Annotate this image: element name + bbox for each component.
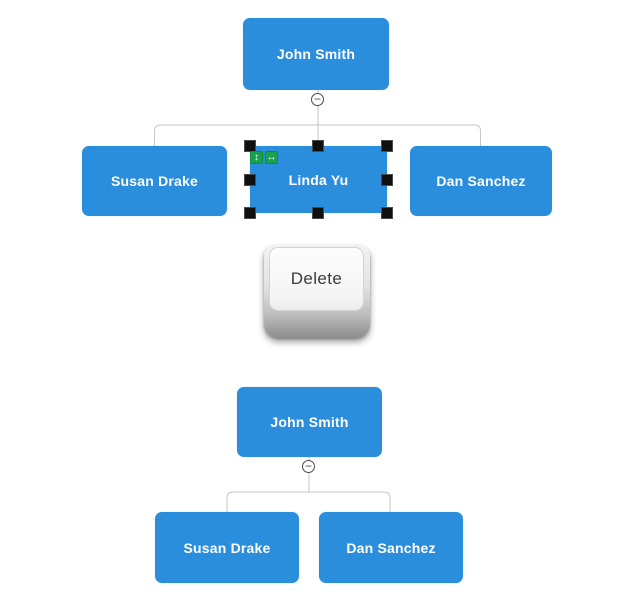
selection-handle-e[interactable]	[381, 174, 393, 186]
selection-handle-se[interactable]	[381, 207, 393, 219]
node-dan-sanchez-bottom[interactable]: Dan Sanchez	[319, 512, 463, 583]
node-label: Susan Drake	[110, 173, 199, 189]
collapse-button-top[interactable]: −	[311, 93, 324, 106]
selection-handle-ne[interactable]	[381, 140, 393, 152]
node-susan-drake-bottom[interactable]: Susan Drake	[155, 512, 299, 583]
grow-horizontal-button[interactable]: ↔	[265, 151, 278, 164]
node-label: Susan Drake	[183, 539, 271, 556]
node-label: Dan Sanchez	[436, 173, 526, 189]
arrows-vertical-icon: ↕	[254, 152, 259, 163]
grow-vertical-button[interactable]: ↕	[250, 151, 263, 164]
keycap-top-face: Delete	[269, 247, 364, 311]
node-label: John Smith	[270, 414, 349, 430]
node-dan-sanchez-top[interactable]: Dan Sanchez	[410, 146, 552, 216]
delete-key-label: Delete	[290, 269, 343, 288]
node-label: John Smith	[276, 46, 356, 62]
selection-handle-sw[interactable]	[244, 207, 256, 219]
arrows-horizontal-icon: ↔	[266, 152, 277, 163]
selection-handle-s[interactable]	[312, 207, 324, 219]
node-susan-drake-top[interactable]: Susan Drake	[82, 146, 227, 216]
node-label: Dan Sanchez	[346, 539, 436, 556]
selection-handle-w[interactable]	[244, 174, 256, 186]
node-john-smith-top[interactable]: John Smith	[243, 18, 389, 90]
minus-icon: −	[304, 459, 312, 473]
node-label: Linda Yu	[288, 171, 349, 188]
collapse-button-bottom[interactable]: −	[302, 460, 315, 473]
delete-key-image: Delete	[264, 245, 370, 338]
node-john-smith-bottom[interactable]: John Smith	[237, 387, 382, 457]
selection-handle-n[interactable]	[312, 140, 324, 152]
minus-icon: −	[313, 92, 321, 106]
connector-bottom-branch	[226, 491, 391, 512]
